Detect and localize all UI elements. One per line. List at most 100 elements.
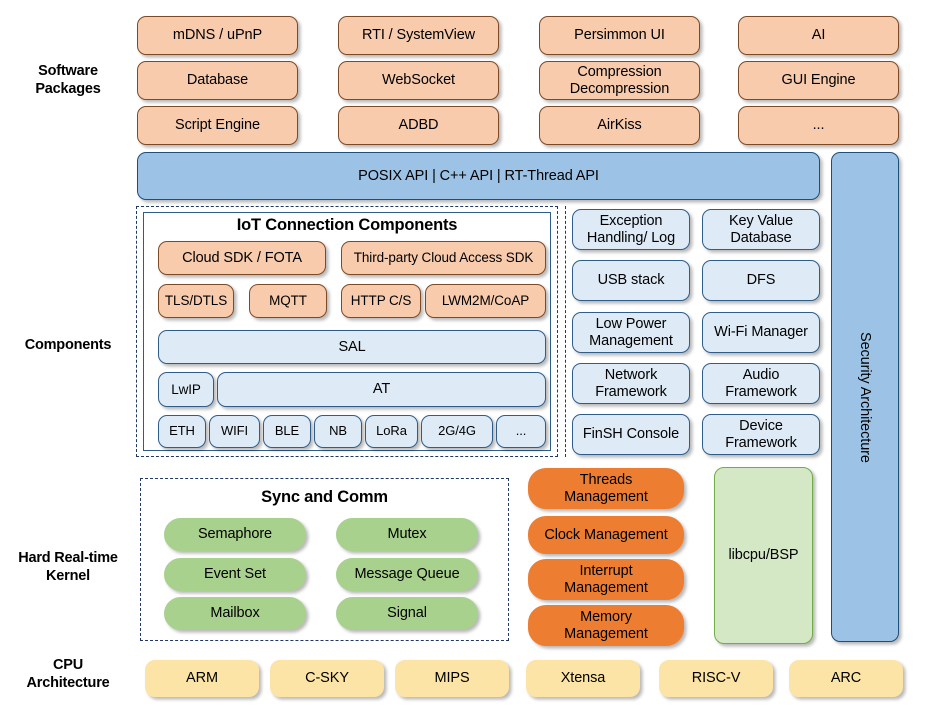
cpu-label: Xtensa <box>560 670 606 687</box>
kernel-item-label: Mailbox <box>210 605 260 622</box>
service-label-line2: Framework <box>595 383 667 400</box>
iot-link-ellipsis[interactable]: ... <box>496 415 546 448</box>
kernel-mgmt-label: Clock Management <box>544 526 668 543</box>
service-label-line1: Key Value <box>728 213 794 230</box>
row-label-cpu-line1: CPU <box>52 657 83 673</box>
iot-item-label: SAL <box>338 338 366 355</box>
service-device-framework[interactable]: Device Framework <box>702 414 820 455</box>
iot-mqtt[interactable]: MQTT <box>249 284 327 318</box>
iot-lwm2m-coap[interactable]: LWM2M/CoAP <box>425 284 546 318</box>
service-network-framework[interactable]: Network Framework <box>572 363 690 404</box>
iot-link-lora[interactable]: LoRa <box>365 415 418 448</box>
package-label-line2: Decompression <box>569 80 670 97</box>
cpu-xtensa[interactable]: Xtensa <box>526 660 640 697</box>
package-compression-decompression[interactable]: Compression Decompression <box>539 61 700 100</box>
package-rti-systemview[interactable]: RTI / SystemView <box>338 16 499 55</box>
iot-item-label: HTTP C/S <box>350 293 412 309</box>
iot-link-wifi[interactable]: WIFI <box>209 415 260 448</box>
service-key-value-database[interactable]: Key Value Database <box>702 209 820 250</box>
package-database[interactable]: Database <box>137 61 298 100</box>
service-exception-handling-log[interactable]: Exception Handling/ Log <box>572 209 690 250</box>
iot-link-ble[interactable]: BLE <box>263 415 311 448</box>
service-label-line2: Handling/ Log <box>586 229 676 246</box>
security-architecture-label: Security Architecture <box>857 331 874 463</box>
cpu-c-sky[interactable]: C-SKY <box>270 660 384 697</box>
kernel-item-label: Message Queue <box>354 566 460 583</box>
service-label: FinSH Console <box>582 426 680 443</box>
libcpu-bsp-label: libcpu/BSP <box>728 547 799 564</box>
libcpu-bsp[interactable]: libcpu/BSP <box>714 467 813 644</box>
service-label-line1: Exception <box>599 213 663 230</box>
cpu-risc-v[interactable]: RISC-V <box>659 660 773 697</box>
iot-sal[interactable]: SAL <box>158 330 546 364</box>
package-label: AI <box>811 27 826 44</box>
kernel-item-label: Semaphore <box>197 526 273 543</box>
security-architecture-column[interactable]: Security Architecture <box>831 152 899 642</box>
kernel-threads-management[interactable]: Threads Management <box>528 468 684 509</box>
kernel-mutex[interactable]: Mutex <box>336 518 478 551</box>
components-container <box>136 206 558 457</box>
kernel-interrupt-management[interactable]: Interrupt Management <box>528 559 684 600</box>
kernel-mgmt-label-line1: Interrupt <box>579 563 633 580</box>
sync-and-comm-title-text: Sync and Comm <box>261 488 388 506</box>
package-adbd[interactable]: ADBD <box>338 106 499 145</box>
kernel-mgmt-label-line1: Memory <box>580 609 632 626</box>
service-label-line1: Device <box>739 418 783 435</box>
iot-http-cs[interactable]: HTTP C/S <box>341 284 421 318</box>
iot-link-nb[interactable]: NB <box>314 415 362 448</box>
package-label: RTI / SystemView <box>361 27 476 44</box>
kernel-event-set[interactable]: Event Set <box>164 558 306 591</box>
kernel-mgmt-label-line2: Management <box>564 488 648 505</box>
kernel-item-label: Event Set <box>204 566 266 583</box>
kernel-clock-management[interactable]: Clock Management <box>528 516 684 554</box>
iot-third-party-cloud-access-sdk[interactable]: Third-party Cloud Access SDK <box>341 241 546 275</box>
iot-item-label: AT <box>372 381 391 398</box>
service-label-line2: Framework <box>725 383 797 400</box>
kernel-item-label: Signal <box>387 605 427 622</box>
cpu-arm[interactable]: ARM <box>145 660 259 697</box>
service-low-power-management[interactable]: Low Power Management <box>572 312 690 353</box>
kernel-memory-management[interactable]: Memory Management <box>528 605 684 646</box>
service-usb-stack[interactable]: USB stack <box>572 260 690 301</box>
api-bar-label: POSIX API | C++ API | RT-Thread API <box>358 167 599 184</box>
package-websocket[interactable]: WebSocket <box>338 61 499 100</box>
iot-at[interactable]: AT <box>217 372 546 407</box>
package-gui-engine[interactable]: GUI Engine <box>738 61 899 100</box>
service-label-line1: Low Power <box>595 316 667 333</box>
package-persimmon-ui[interactable]: Persimmon UI <box>539 16 700 55</box>
kernel-semaphore[interactable]: Semaphore <box>164 518 306 551</box>
service-finsh-console[interactable]: FinSH Console <box>572 414 690 455</box>
iot-cloud-sdk-fota[interactable]: Cloud SDK / FOTA <box>158 241 326 275</box>
service-dfs[interactable]: DFS <box>702 260 820 301</box>
service-label-line2: Framework <box>725 434 797 451</box>
service-label-line1: Network <box>604 367 658 384</box>
iot-item-label: ETH <box>169 423 195 439</box>
api-bar[interactable]: POSIX API | C++ API | RT-Thread API <box>137 152 820 200</box>
kernel-mgmt-label-line2: Management <box>564 625 648 642</box>
kernel-message-queue[interactable]: Message Queue <box>336 558 478 591</box>
iot-link-eth[interactable]: ETH <box>158 415 206 448</box>
service-wifi-manager[interactable]: Wi-Fi Manager <box>702 312 820 353</box>
cpu-arc[interactable]: ARC <box>789 660 903 697</box>
cpu-label: ARC <box>830 670 862 687</box>
package-label: GUI Engine <box>781 72 856 89</box>
iot-lwip[interactable]: LwIP <box>158 372 214 407</box>
iot-tls-dtls[interactable]: TLS/DTLS <box>158 284 234 318</box>
kernel-item-label: Mutex <box>387 526 427 543</box>
kernel-mailbox[interactable]: Mailbox <box>164 597 306 630</box>
package-ai[interactable]: AI <box>738 16 899 55</box>
kernel-signal[interactable]: Signal <box>336 597 478 630</box>
package-ellipsis[interactable]: ... <box>738 106 899 145</box>
package-script-engine[interactable]: Script Engine <box>137 106 298 145</box>
cpu-mips[interactable]: MIPS <box>395 660 509 697</box>
row-label-kernel: Hard Real-time Kernel <box>0 549 136 585</box>
iot-link-2g4g[interactable]: 2G/4G <box>421 415 493 448</box>
row-label-cpu-line2: Architecture <box>26 675 110 692</box>
package-mdns-upnp[interactable]: mDNS / uPnP <box>137 16 298 55</box>
cpu-label: MIPS <box>434 670 470 687</box>
service-audio-framework[interactable]: Audio Framework <box>702 363 820 404</box>
package-airkiss[interactable]: AirKiss <box>539 106 700 145</box>
cpu-label: RISC-V <box>691 670 741 687</box>
package-label: Script Engine <box>175 117 260 134</box>
